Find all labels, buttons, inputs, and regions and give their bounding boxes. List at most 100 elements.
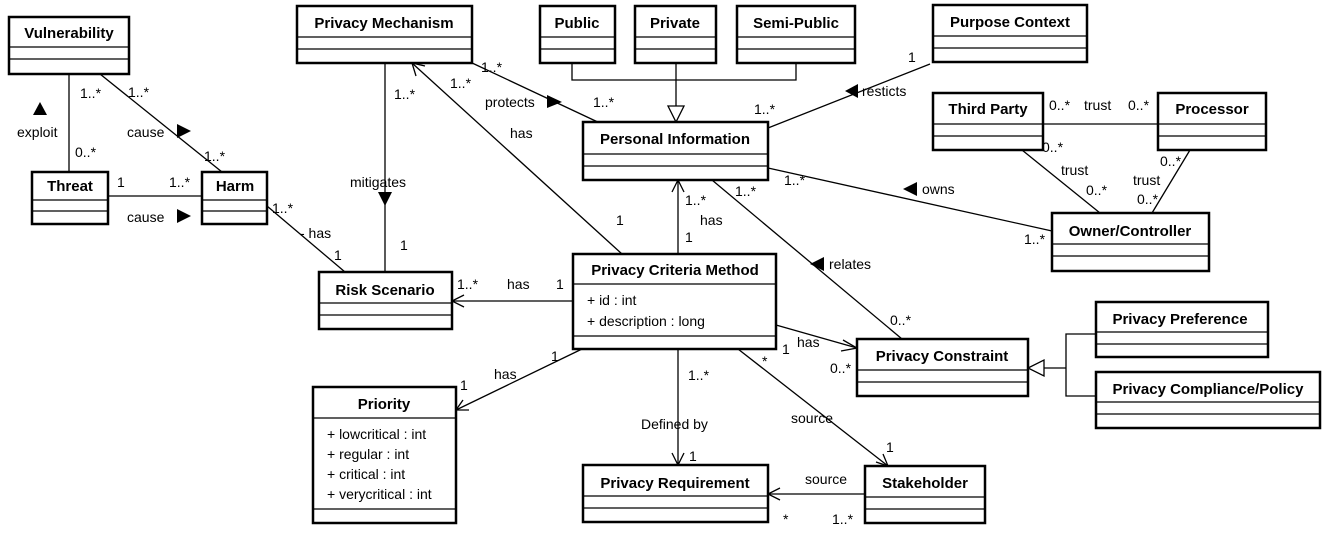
- class-name: Vulnerability: [24, 25, 114, 42]
- label-pcm-constraint-has: has: [797, 334, 820, 350]
- class-name: Public: [554, 15, 599, 32]
- class-harm[interactable]: Harm: [200, 170, 269, 226]
- mult-vuln-cause-b: 1..*: [204, 148, 226, 164]
- edge-vuln-cause: [99, 73, 223, 173]
- edge-protects: [469, 61, 603, 125]
- mult-mitigates-b: 1: [400, 237, 408, 253]
- mult-restricts-a: 1: [908, 49, 916, 65]
- mult-pcm-constraint-has-a: 1: [782, 341, 790, 357]
- class-name: Private: [650, 15, 700, 32]
- class-name: Privacy Criteria Method: [591, 262, 759, 279]
- attribute-critical: + critical : int: [327, 466, 405, 482]
- mult-stake-source-b: *: [783, 511, 789, 527]
- attribute-id: + id : int: [587, 292, 637, 308]
- class-processor[interactable]: Processor: [1156, 91, 1268, 152]
- mult-pcm-source-b: 1: [886, 439, 894, 455]
- class-priority[interactable]: Priority + lowcritical : int + regular :…: [311, 385, 458, 525]
- class-name: Semi-Public: [753, 15, 839, 32]
- label-proc-owner-trust: trust: [1133, 172, 1160, 188]
- mult-exploit-b: 0..*: [75, 144, 97, 160]
- class-owner-controller[interactable]: Owner/Controller: [1050, 211, 1211, 273]
- association-labels: exploit 1..* 0..* cause 1..* 1..* cause …: [17, 49, 1182, 527]
- class-privacy-criteria-method[interactable]: Privacy Criteria Method + id : int + des…: [571, 252, 778, 351]
- mult-pcm-pi-has-a: 1..*: [685, 192, 707, 208]
- mult-owns-a: 1..*: [784, 172, 806, 188]
- relates-direction-icon: [810, 257, 824, 271]
- edge-owns: [767, 167, 1053, 232]
- restricts-direction-icon: [845, 84, 858, 98]
- attribute-lowcritical: + lowcritical : int: [327, 426, 426, 442]
- direction-markers: [33, 84, 917, 271]
- edge-pcm-priority-has: [455, 348, 583, 411]
- mult-threat-cause-a: 1: [117, 174, 125, 190]
- association-lines: [68, 61, 1191, 501]
- class-vulnerability[interactable]: Vulnerability: [7, 15, 131, 76]
- mult-relates-b: 0..*: [890, 312, 912, 328]
- label-tp-owner-trust: trust: [1061, 162, 1088, 178]
- class-third-party[interactable]: Third Party: [931, 91, 1045, 152]
- class-name: Threat: [47, 178, 93, 195]
- edge-pcm-constraint-has: [775, 324, 858, 349]
- class-name: Risk Scenario: [335, 282, 434, 299]
- class-privacy-mechanism[interactable]: Privacy Mechanism: [295, 4, 474, 65]
- label-defined-by: Defined by: [641, 416, 708, 432]
- class-name: Privacy Requirement: [600, 475, 749, 492]
- class-privacy-preference[interactable]: Privacy Preference: [1094, 300, 1270, 359]
- mult-exploit-a: 1..*: [80, 85, 102, 101]
- threat-cause-direction-icon: [177, 209, 191, 223]
- mult-pcm-priority-has-b: 1: [460, 377, 468, 393]
- edge-processor-owner-trust: [1151, 149, 1191, 214]
- mult-pcm-risk-has-a: 1..*: [457, 276, 479, 292]
- class-privacy-constraint[interactable]: Privacy Constraint: [855, 337, 1030, 398]
- label-pcm-source: source: [791, 410, 833, 426]
- class-risk-scenario[interactable]: Risk Scenario: [317, 270, 454, 331]
- label-exploit: exploit: [17, 124, 58, 140]
- edge-generalization-constraints: [1065, 333, 1096, 397]
- label-pcm-risk-has: has: [507, 276, 530, 292]
- mult-defined-by-b: 1: [689, 448, 697, 464]
- mult-mech-has-b: 1: [616, 212, 624, 228]
- class-name: Third Party: [948, 101, 1028, 118]
- exploit-direction-icon: [33, 102, 47, 115]
- class-privacy-requirement[interactable]: Privacy Requirement: [581, 463, 770, 524]
- class-name: Personal Information: [600, 131, 750, 148]
- mult-protects-a: 1..*: [481, 59, 503, 75]
- label-threat-cause: cause: [127, 209, 165, 225]
- class-private[interactable]: Private: [633, 4, 718, 65]
- mult-defined-by-a: 1..*: [688, 367, 710, 383]
- mult-proc-owner-trust-a: 0..*: [1160, 153, 1182, 169]
- class-purpose-context[interactable]: Purpose Context: [931, 3, 1089, 64]
- class-name: Privacy Mechanism: [314, 15, 453, 32]
- mult-restricts-b: 1..*: [754, 101, 776, 117]
- generalization-triangle-info: [666, 105, 686, 124]
- label-harm-has: - has: [300, 225, 331, 241]
- mult-mitigates-a: 1..*: [394, 86, 416, 102]
- label-pcm-priority-has: has: [494, 366, 517, 382]
- class-name: Privacy Preference: [1112, 311, 1247, 328]
- mult-threat-cause-b: 1..*: [169, 174, 191, 190]
- class-personal-information[interactable]: Personal Information: [581, 120, 770, 182]
- class-semi-public[interactable]: Semi-Public: [735, 4, 857, 65]
- class-name: Harm: [216, 178, 254, 195]
- mult-mech-has-a: 1..*: [450, 75, 472, 91]
- mult-pcm-priority-has-a: 1: [551, 348, 559, 364]
- class-threat[interactable]: Threat: [30, 170, 110, 226]
- class-public[interactable]: Public: [538, 4, 617, 65]
- class-stakeholder[interactable]: Stakeholder: [863, 464, 987, 525]
- mult-protects-b: 1..*: [593, 94, 615, 110]
- mult-tp-trust-a: 0..*: [1049, 97, 1071, 113]
- edge-harm-has: [266, 205, 346, 273]
- mult-stake-source-a: 1..*: [832, 511, 854, 527]
- label-restricts: resticts: [862, 83, 906, 99]
- edge-generalization-info-types: [571, 63, 797, 81]
- label-tp-trust: trust: [1084, 97, 1111, 113]
- class-privacy-compliance-policy[interactable]: Privacy Compliance/Policy: [1094, 370, 1322, 430]
- mitigates-direction-icon: [378, 192, 392, 206]
- mult-vuln-cause-a: 1..*: [128, 84, 150, 100]
- class-name: Owner/Controller: [1069, 223, 1192, 240]
- mult-owns-b: 1..*: [1024, 231, 1046, 247]
- label-vuln-cause: cause: [127, 124, 165, 140]
- protects-direction-icon: [547, 95, 562, 108]
- label-pcm-pi-has: has: [700, 212, 723, 228]
